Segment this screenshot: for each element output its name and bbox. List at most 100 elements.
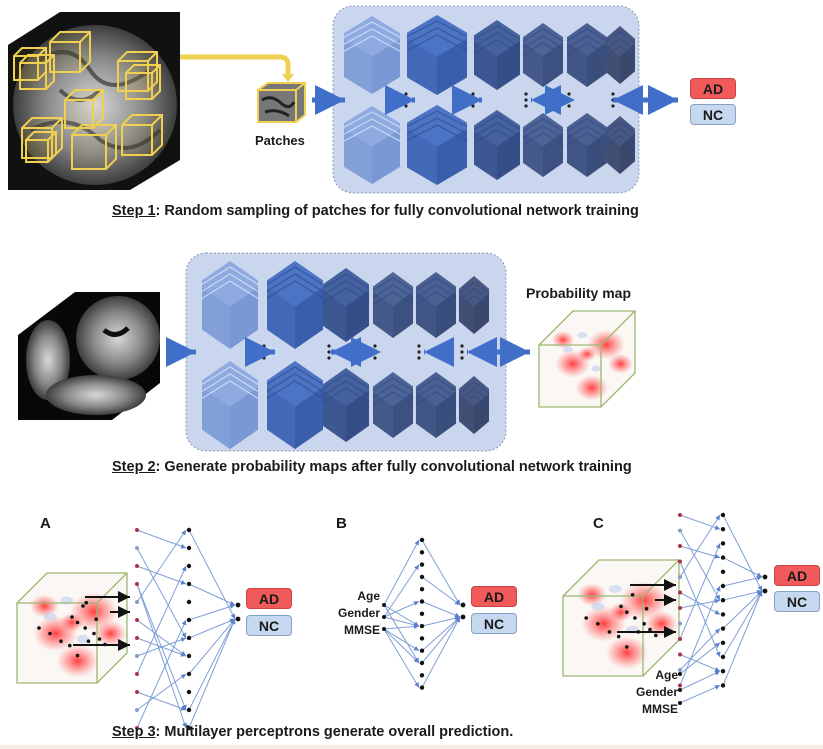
mlp-edge — [722, 514, 763, 592]
ellipsis-dot — [373, 344, 377, 348]
ellipsis-dot — [417, 350, 421, 354]
output-ad-panel-b: AD — [471, 586, 517, 607]
input-gender-panel-c: Gender — [635, 685, 678, 699]
output-node — [235, 602, 241, 608]
probability-map-cube — [538, 310, 636, 408]
input-node — [135, 528, 139, 532]
output-ad-panel-c: AD — [774, 565, 820, 586]
mlp-edge — [421, 539, 461, 606]
heatmap-blob — [577, 346, 597, 362]
caption-step3: Step 3: Multilayer perceptrons generate … — [112, 724, 513, 740]
ellipsis-dot — [567, 98, 571, 102]
sample-point — [75, 620, 80, 625]
ellipsis-dot — [493, 344, 497, 348]
input-node — [678, 683, 682, 688]
ellipsis-dot — [404, 104, 408, 108]
mlp-panel-c — [562, 512, 768, 705]
input-node — [135, 726, 139, 730]
input-node — [678, 621, 682, 626]
hidden-node — [720, 541, 726, 546]
conv-layer-block — [566, 23, 608, 87]
conv-layer-block — [473, 20, 521, 90]
mlp-edge — [383, 628, 420, 664]
ellipsis-dot — [404, 92, 408, 96]
heatmap-blob-blue — [76, 635, 90, 643]
input-node — [135, 546, 139, 550]
input-node — [678, 668, 682, 672]
hidden-node — [419, 636, 425, 641]
hidden-node — [720, 669, 726, 674]
input-node — [678, 559, 682, 564]
sample-point — [68, 643, 72, 648]
hidden-node — [720, 612, 726, 617]
patch-box — [64, 89, 104, 129]
ellipsis-dot — [417, 356, 421, 360]
conv-layer-block — [415, 372, 457, 438]
probability-map-label: Probability map — [526, 285, 632, 301]
ellipsis-dot — [567, 92, 571, 96]
sample-point — [37, 626, 41, 630]
output-ad-step1: AD — [690, 78, 736, 99]
input-node — [678, 590, 682, 595]
mlp-panel-b — [382, 537, 466, 690]
sample-point — [48, 631, 52, 636]
hidden-node — [186, 599, 192, 605]
conv-layer-block — [406, 15, 468, 95]
mlp-edge — [136, 583, 187, 729]
conv-layer-block — [458, 276, 490, 334]
input-node — [135, 654, 139, 658]
mlp-edge — [679, 684, 721, 704]
mlp-edge — [188, 618, 236, 675]
caption-step1: Step 1: Random sampling of patches for f… — [112, 203, 639, 219]
input-node — [135, 600, 139, 604]
input-node — [135, 636, 139, 640]
patch-box — [71, 124, 117, 170]
mlp-edge — [136, 619, 187, 657]
output-nc-panel-b: NC — [471, 613, 517, 634]
conv-layer-block — [522, 23, 564, 87]
heatmap-blob — [94, 620, 127, 647]
input-node — [678, 528, 682, 533]
conv-layer-block — [372, 372, 414, 438]
hidden-node — [720, 683, 726, 688]
hidden-node — [419, 537, 425, 543]
ellipsis-dot — [639, 104, 643, 108]
input-mmse-panel-b: MMSE — [344, 623, 380, 637]
mlp-edge — [383, 564, 420, 618]
sample-point — [625, 645, 629, 649]
output-node — [762, 588, 768, 594]
fcn-layers-step2 — [201, 261, 497, 449]
mlp-edge — [421, 616, 461, 688]
ellipsis-dot — [611, 92, 615, 96]
hidden-node — [720, 512, 726, 518]
hidden-node — [186, 545, 192, 551]
heatmap-blob — [551, 330, 575, 349]
conv-layer-block — [458, 376, 490, 434]
hidden-node — [186, 563, 192, 569]
heatmap-blob — [60, 612, 84, 633]
sample-point — [596, 622, 600, 626]
mlp-edge — [679, 670, 721, 691]
mlp-edge — [722, 590, 763, 629]
patch-box — [125, 64, 161, 100]
ellipsis-dot — [567, 104, 571, 108]
input-mmse-panel-c: MMSE — [642, 702, 678, 716]
hidden-node — [720, 626, 726, 631]
mlp-edge — [679, 628, 721, 671]
ellipsis-dot — [327, 350, 331, 354]
heatmap-blob-blue — [608, 585, 622, 593]
sample-point — [83, 626, 87, 630]
hidden-node — [419, 660, 425, 666]
input-node — [678, 652, 682, 657]
caption-step2-text: : Generate probability maps after fully … — [155, 459, 632, 475]
ellipsis-dot — [524, 104, 528, 108]
panel-c-label: C — [593, 515, 604, 532]
mlp-edge — [188, 529, 236, 620]
hidden-node — [186, 725, 192, 731]
input-node — [382, 627, 386, 631]
input-age-panel-b: Age — [357, 589, 380, 603]
heatmap-blob-blue — [43, 613, 57, 621]
conv-layer-block — [415, 272, 457, 338]
conv-layer-block — [266, 361, 324, 449]
mlp-edge — [421, 615, 461, 627]
